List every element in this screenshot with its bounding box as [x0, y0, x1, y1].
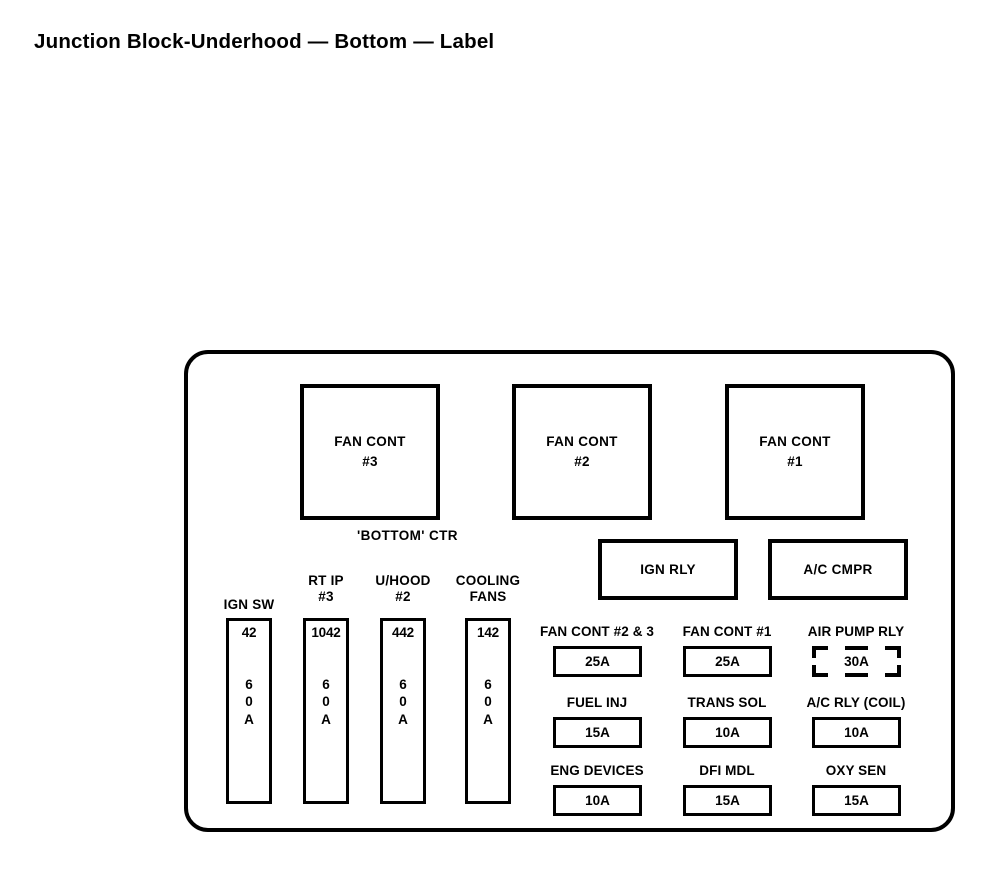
- maxi-caption-u-hood-2: U/HOOD #2: [368, 573, 438, 604]
- fuse-ac-rly-coil[interactable]: 10A: [812, 717, 901, 748]
- fuse-caption-fuel-inj: FUEL INJ: [566, 695, 628, 710]
- relay-fan-cont-2[interactable]: FAN CONT #2: [512, 384, 652, 520]
- maxi-fuse-ign-sw-rating-c0: 6: [245, 677, 253, 692]
- fuse-fan-cont-1[interactable]: 25A: [683, 646, 772, 677]
- fuse-slot-air-pump-rly-value: 30A: [844, 654, 869, 669]
- maxi-fuse-cooling-fans-rating: 6 0 A: [483, 676, 493, 728]
- fuse-slot-air-pump-rly[interactable]: 30A: [812, 646, 901, 677]
- maxi-caption-cooling-fans-line2: FANS: [469, 588, 507, 604]
- maxi-fuse-u-hood-2-rating-c2: A: [398, 711, 408, 727]
- maxi-fuse-cooling-fans-code: 142: [477, 625, 499, 640]
- maxi-fuse-ign-sw[interactable]: 42 6 0 A: [226, 618, 272, 804]
- maxi-caption-u-hood-2-line2: #2: [395, 588, 411, 604]
- maxi-fuse-u-hood-2-rating-c1: 0: [399, 694, 407, 710]
- maxi-caption-u-hood-2-line1: U/HOOD: [375, 573, 431, 588]
- maxi-fuse-cooling-fans-rating-c0: 6: [484, 677, 492, 692]
- relay-ac-cmpr-label: A/C CMPR: [803, 562, 873, 577]
- maxi-fuse-ign-sw-rating: 6 0 A: [244, 676, 254, 728]
- relay-ign-rly[interactable]: IGN RLY: [598, 539, 738, 600]
- fuse-caption-air-pump-rly: AIR PUMP RLY: [807, 624, 905, 639]
- fuse-fan-cont-2-and-3-value: 25A: [585, 654, 610, 669]
- empty-slot-bracket-icon: [812, 646, 901, 677]
- maxi-fuse-u-hood-2-rating: 6 0 A: [398, 676, 408, 728]
- relay-fan-cont-3-line2: #3: [362, 454, 378, 469]
- fuse-dfi-mdl-value: 15A: [715, 793, 740, 808]
- fuse-fuel-inj-value: 15A: [585, 725, 610, 740]
- fuse-trans-sol[interactable]: 10A: [683, 717, 772, 748]
- fuse-fuel-inj[interactable]: 15A: [553, 717, 642, 748]
- maxi-caption-ign-sw-line1: IGN SW: [223, 597, 275, 612]
- fuse-eng-devices-value: 10A: [585, 793, 610, 808]
- fuse-dfi-mdl[interactable]: 15A: [683, 785, 772, 816]
- fuse-caption-ac-rly-coil: A/C RLY (COIL): [806, 695, 906, 710]
- maxi-fuse-cooling-fans[interactable]: 142 6 0 A: [465, 618, 511, 804]
- maxi-caption-rt-ip-3-line2: #3: [318, 588, 334, 604]
- maxi-fuse-ign-sw-rating-c1: 0: [245, 694, 253, 710]
- maxi-fuse-u-hood-2-code: 442: [392, 625, 414, 640]
- maxi-caption-rt-ip-3: RT IP #3: [291, 573, 361, 604]
- maxi-fuse-cooling-fans-rating-c2: A: [483, 711, 493, 727]
- relay-fan-cont-2-line2: #2: [574, 454, 590, 469]
- maxi-fuse-rt-ip-3-rating-c1: 0: [322, 694, 330, 710]
- maxi-fuse-rt-ip-3-rating-c0: 6: [322, 677, 330, 692]
- maxi-fuse-rt-ip-3[interactable]: 1042 6 0 A: [303, 618, 349, 804]
- fuse-trans-sol-value: 10A: [715, 725, 740, 740]
- maxi-caption-cooling-fans-line1: COOLING: [455, 573, 521, 588]
- maxi-caption-cooling-fans: COOLING FANS: [443, 573, 533, 604]
- relay-fan-cont-3[interactable]: FAN CONT #3: [300, 384, 440, 520]
- fuse-eng-devices[interactable]: 10A: [553, 785, 642, 816]
- maxi-fuse-u-hood-2[interactable]: 442 6 0 A: [380, 618, 426, 804]
- fuse-caption-dfi-mdl: DFI MDL: [699, 763, 755, 778]
- maxi-fuse-rt-ip-3-rating-c2: A: [321, 711, 331, 727]
- relay-ac-cmpr[interactable]: A/C CMPR: [768, 539, 908, 600]
- page-title: Junction Block-Underhood — Bottom — Labe…: [34, 30, 495, 53]
- bottom-ctr-label: 'BOTTOM' CTR: [357, 528, 458, 543]
- relay-fan-cont-1[interactable]: FAN CONT #1: [725, 384, 865, 520]
- fuse-oxy-sen[interactable]: 15A: [812, 785, 901, 816]
- maxi-fuse-rt-ip-3-rating: 6 0 A: [321, 676, 331, 728]
- maxi-caption-rt-ip-3-line1: RT IP: [308, 573, 344, 588]
- maxi-fuse-rt-ip-3-code: 1042: [311, 625, 341, 640]
- relay-fan-cont-1-line1: FAN CONT: [759, 434, 831, 450]
- fuse-caption-trans-sol: TRANS SOL: [687, 695, 767, 710]
- fuse-ac-rly-coil-value: 10A: [844, 725, 869, 740]
- relay-fan-cont-3-line1: FAN CONT: [334, 434, 406, 450]
- relay-ign-rly-label: IGN RLY: [640, 562, 696, 577]
- maxi-caption-ign-sw: IGN SW: [214, 597, 284, 613]
- fuse-caption-fan-cont-2-and-3: FAN CONT #2 & 3: [539, 624, 655, 639]
- fuse-fan-cont-2-and-3[interactable]: 25A: [553, 646, 642, 677]
- fuse-fan-cont-1-value: 25A: [715, 654, 740, 669]
- maxi-fuse-ign-sw-rating-c2: A: [244, 711, 254, 727]
- fuse-caption-eng-devices: ENG DEVICES: [550, 763, 644, 778]
- maxi-fuse-u-hood-2-rating-c0: 6: [399, 677, 407, 692]
- relay-fan-cont-2-line1: FAN CONT: [546, 434, 618, 450]
- fuse-caption-fan-cont-1: FAN CONT #1: [682, 624, 772, 639]
- relay-fan-cont-1-line2: #1: [787, 454, 803, 469]
- maxi-fuse-ign-sw-code: 42: [241, 625, 257, 640]
- fuse-oxy-sen-value: 15A: [844, 793, 869, 808]
- fuse-caption-oxy-sen: OXY SEN: [825, 763, 887, 778]
- maxi-fuse-cooling-fans-rating-c1: 0: [484, 694, 492, 710]
